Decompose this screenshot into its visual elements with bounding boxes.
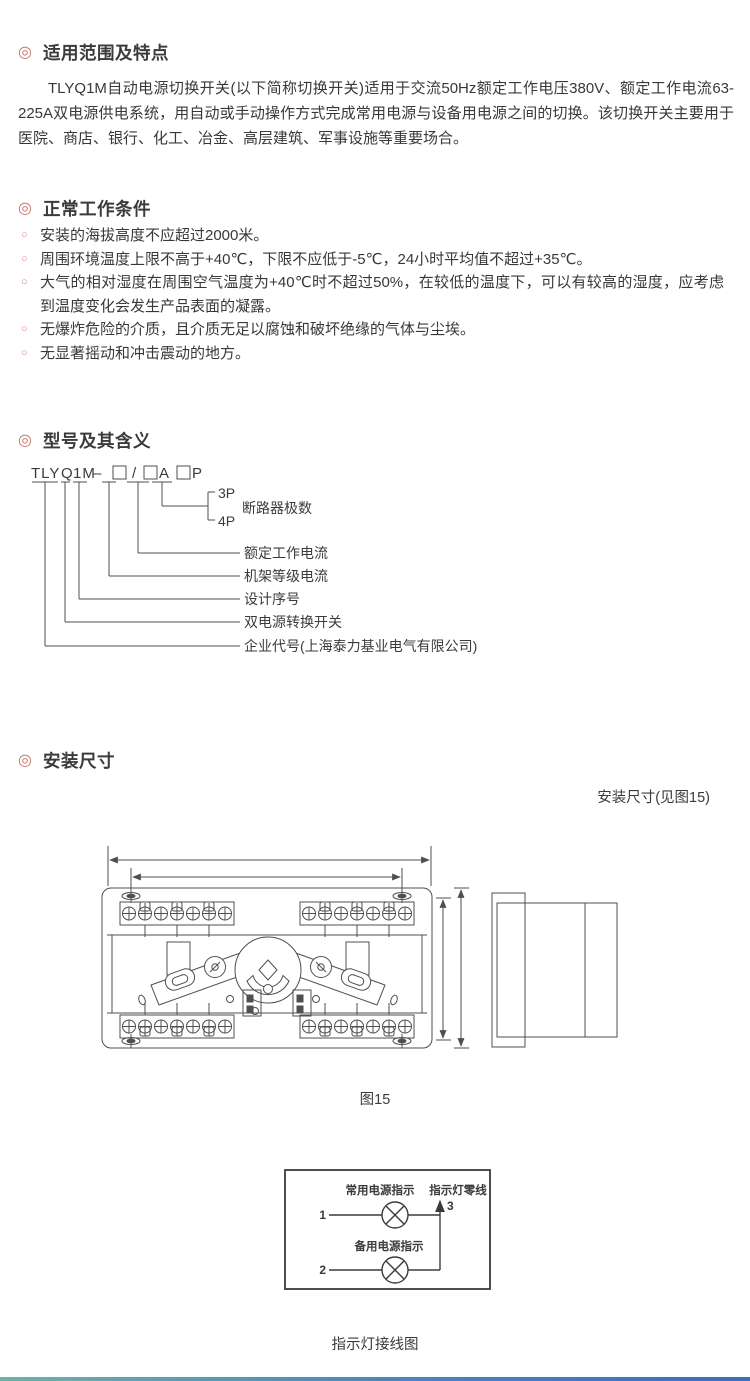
model-code-design: 1M [73,465,96,482]
switch-arm [138,951,252,1006]
section-model-title: 型号及其含义 [42,431,151,451]
model-label-dual-switch: 双电源转换开关 [244,614,342,630]
rotary-mechanism [234,936,302,1004]
connector-block [226,989,320,1017]
model-label-rated-current: 额定工作电流 [244,545,328,561]
mounting-hole-icon [121,889,412,1048]
wiring-label-neutral: 指示灯零线 [429,1183,487,1197]
model-label-company-code: 企业代号(上海泰力基业电气有限公司) [244,638,477,654]
section-bullet-icon: ◎ [18,751,32,769]
condition-item: ○周围环境温度上限不高于+40℃，下限不应低于-5℃，24小时平均值不超过+35… [18,248,724,272]
item-bullet-icon: ○ [21,323,28,335]
wiring-terminal-3: 3 [447,1199,454,1213]
model-code-suffix-a: A [159,465,170,482]
condition-item: ○无爆炸危险的介质，且介质无足以腐蚀和破坏绝缘的气体与尘埃。 [18,318,724,342]
section-bullet-icon: ◎ [18,199,32,217]
model-label-frame-current: 机架等级电流 [244,568,328,584]
conditions-list: ○安装的海拔高度不应超过2000米。 ○周围环境温度上限不高于+40℃，下限不应… [18,224,724,365]
section-bullet-icon: ◎ [18,431,32,449]
section-conditions-title: 正常工作条件 [42,199,151,219]
terminal-strip [119,901,235,937]
model-code-company: TLY [31,465,60,482]
terminal-strip [299,901,415,937]
section-scope-header: ◎ 适用范围及特点 [18,40,169,65]
wiring-diagram: 常用电源指示 指示灯零线 备用电源指示 1 2 3 [284,1169,491,1290]
model-code-dash: – [93,465,102,482]
model-code-diagram: TLY Q 1M – / A P 3P 4P 断路器极数 额定工作电流 机架等级… [31,465,477,654]
switch-arm [284,951,398,1006]
item-bullet-icon: ○ [21,252,28,265]
side-view [491,892,618,1048]
wiring-border [284,1169,491,1290]
condition-item: ○大气的相对湿度在周围空气温度为+40℃时不超过50%，在较低的温度下，可以有较… [18,271,724,318]
dimensions-note: 安装尺寸(见图15) [597,790,710,806]
lamp-icon [381,1201,409,1229]
wiring-label-normal: 常用电源指示 [346,1183,415,1197]
section-bullet-icon: ◎ [18,43,32,61]
item-bullet-icon: ○ [21,229,28,241]
wiring-caption: 指示灯接线图 [331,1337,419,1353]
terminal-strip [299,1003,415,1039]
figure15-caption: 图15 [359,1092,391,1108]
section-scope-title: 适用范围及特点 [42,43,169,63]
condition-item: ○无显著摇动和冲击震动的地方。 [18,342,724,366]
front-view [101,846,618,1049]
model-label-3p: 3P [218,485,235,501]
section-dimensions-title: 安装尺寸 [42,751,115,771]
model-label-4p: 4P [218,513,235,529]
model-code-slash: / [132,465,137,482]
item-bullet-icon: ○ [21,276,28,288]
installation-drawing [101,846,618,1049]
wiring-label-reserve: 备用电源指示 [354,1239,424,1253]
wiring-terminal-2: 2 [319,1263,326,1277]
condition-item: ○安装的海拔高度不应超过2000米。 [18,224,724,248]
dimension-arrows [436,887,469,1049]
model-code-type: Q [61,465,74,482]
section-conditions-header: ◎ 正常工作条件 [18,196,151,221]
model-label-design-no: 设计序号 [244,591,300,607]
section-dimensions-header: ◎ 安装尺寸 [18,748,115,773]
model-code-suffix-p: P [192,465,203,482]
item-bullet-icon: ○ [21,346,28,359]
section-model-header: ◎ 型号及其含义 [18,428,151,453]
model-label-poles: 断路器极数 [242,500,312,516]
scope-paragraph: TLYQ1M自动电源切换开关(以下简称切换开关)适用于交流50Hz额定工作电压3… [18,80,734,147]
terminal-strip [119,1003,235,1039]
lamp-icon [381,1256,409,1284]
wiring-terminal-1: 1 [319,1208,326,1222]
bottom-gradient-bar [0,1377,750,1381]
